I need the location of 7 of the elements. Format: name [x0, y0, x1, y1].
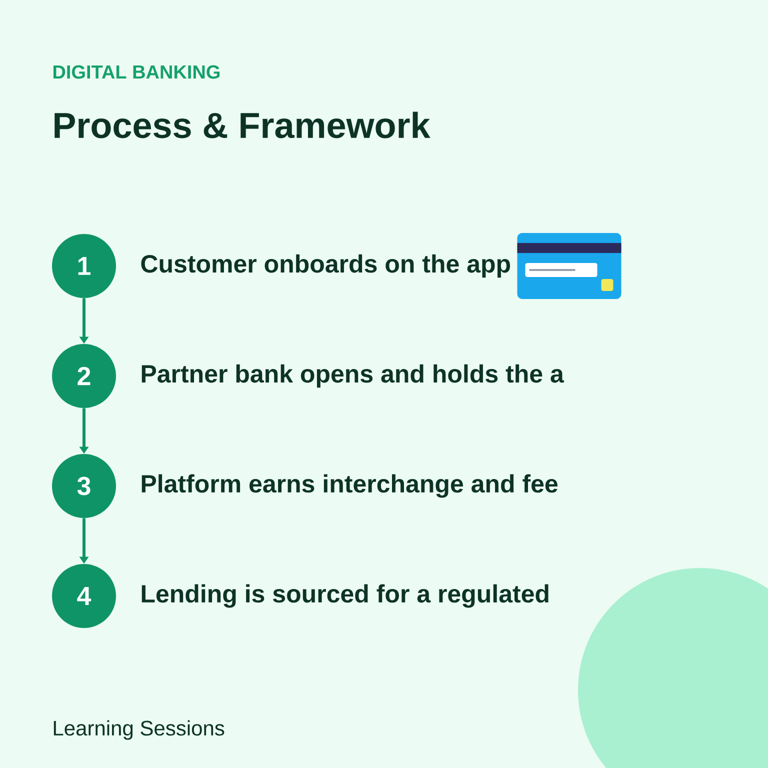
title: Process & Framework	[54, 112, 430, 138]
step-text: Lending is sourced for a regulated	[142, 584, 548, 608]
step-text: Partner bank opens and holds the a	[142, 364, 564, 388]
step-text: Customer onboards on the app	[141, 254, 510, 278]
step-text: Platform earns interchange and fee	[142, 474, 558, 498]
footer-text: Learning Sessions	[54, 720, 224, 740]
section-heading: DIGITAL BANKING	[53, 65, 220, 79]
